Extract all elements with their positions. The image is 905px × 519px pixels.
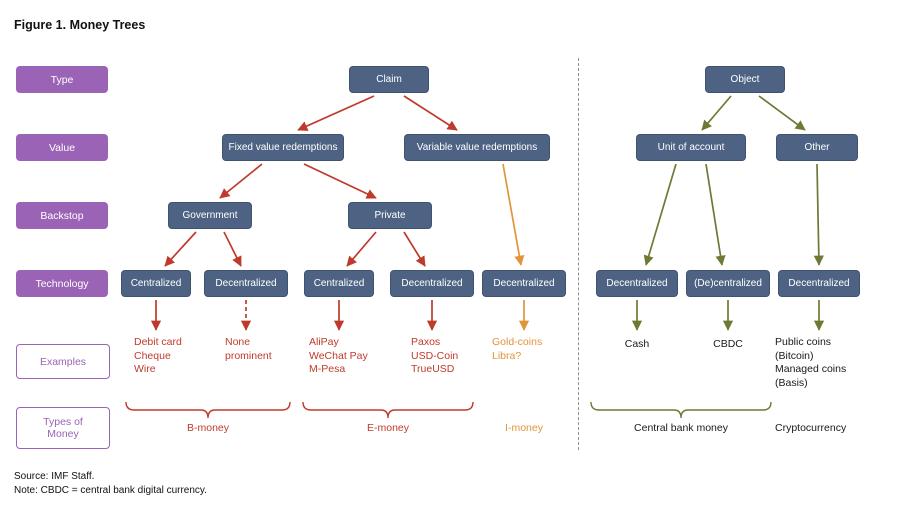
arrow-fixed-to-private — [303, 163, 377, 199]
money-type-cryptocurrency: Cryptocurrency — [775, 422, 847, 434]
row-label-value: Value — [16, 134, 108, 161]
examples-variable-decentralized: Gold-coins Libra? — [492, 336, 543, 362]
node-fixed-value-redemptions: Fixed value redemptions — [222, 134, 344, 161]
node-claim: Claim — [349, 66, 429, 93]
node-unit-de-centralized: (De)centralized — [686, 270, 770, 297]
examples-gov-decentralized: None prominent — [225, 336, 272, 362]
money-type-i-money: I-money — [505, 422, 543, 434]
node-object: Object — [705, 66, 785, 93]
examples-cash: Cash — [624, 338, 650, 350]
row-label-type: Type — [16, 66, 108, 93]
row-label-examples: Examples — [16, 344, 110, 379]
arrow-variable-to-decentralized — [502, 163, 525, 266]
node-priv-centralized: Centralized — [304, 270, 374, 297]
row-label-backstop: Backstop — [16, 202, 108, 229]
arrow-claim-to-fixed — [297, 95, 375, 131]
arrow-claim-to-variable — [403, 95, 458, 131]
node-gov-decentralized: Decentralized — [204, 270, 288, 297]
source-note: Source: IMF Staff. — [14, 471, 95, 482]
node-priv-decentralized: Decentralized — [390, 270, 474, 297]
brace-b-money — [125, 401, 291, 419]
arrow-unit-to-de-centralized — [705, 163, 726, 266]
money-type-central-bank-money: Central bank money — [634, 422, 728, 434]
node-government: Government — [168, 202, 252, 229]
row-label-types-of-money: Types of Money — [16, 407, 110, 449]
arrow-object-to-other — [758, 95, 806, 131]
examples-priv-centralized: AliPay WeChat Pay M-Pesa — [309, 336, 368, 375]
examples-cbdc: CBDC — [713, 338, 743, 350]
node-variable-decentralized: Decentralized — [482, 270, 566, 297]
brace-central-bank-money — [590, 401, 772, 419]
examples-gov-centralized: Debit card Cheque Wire — [134, 336, 182, 375]
node-unit-of-account: Unit of account — [636, 134, 746, 161]
figure-title: Figure 1. Money Trees — [14, 18, 146, 32]
node-private: Private — [348, 202, 432, 229]
node-other: Other — [776, 134, 858, 161]
examples-priv-decentralized: Paxos USD-Coin TrueUSD — [411, 336, 459, 375]
node-gov-centralized: Centralized — [121, 270, 191, 297]
arrow-fixed-to-government — [219, 163, 263, 199]
brace-e-money — [302, 401, 474, 419]
arrow-private-to-centralized — [346, 231, 377, 267]
tree-divider-dashed-line — [578, 58, 579, 450]
arrow-unit-to-decentralized — [643, 163, 677, 266]
arrow-object-to-unit-of-account — [701, 95, 732, 131]
node-variable-value-redemptions: Variable value redemptions — [404, 134, 550, 161]
node-other-decentralized: Decentralized — [778, 270, 860, 297]
arrow-government-to-decentralized — [223, 231, 242, 267]
money-type-e-money: E-money — [366, 422, 409, 434]
arrow-other-to-decentralized — [813, 163, 824, 266]
examples-other-decentralized: Public coins (Bitcoin) Managed coins (Ba… — [775, 336, 847, 389]
arrow-private-to-decentralized — [403, 231, 426, 267]
cbdc-note: Note: CBDC = central bank digital curren… — [14, 485, 207, 496]
row-label-technology: Technology — [16, 270, 108, 297]
node-unit-decentralized: Decentralized — [596, 270, 678, 297]
arrow-government-to-centralized — [164, 231, 197, 267]
money-type-b-money: B-money — [186, 422, 229, 434]
